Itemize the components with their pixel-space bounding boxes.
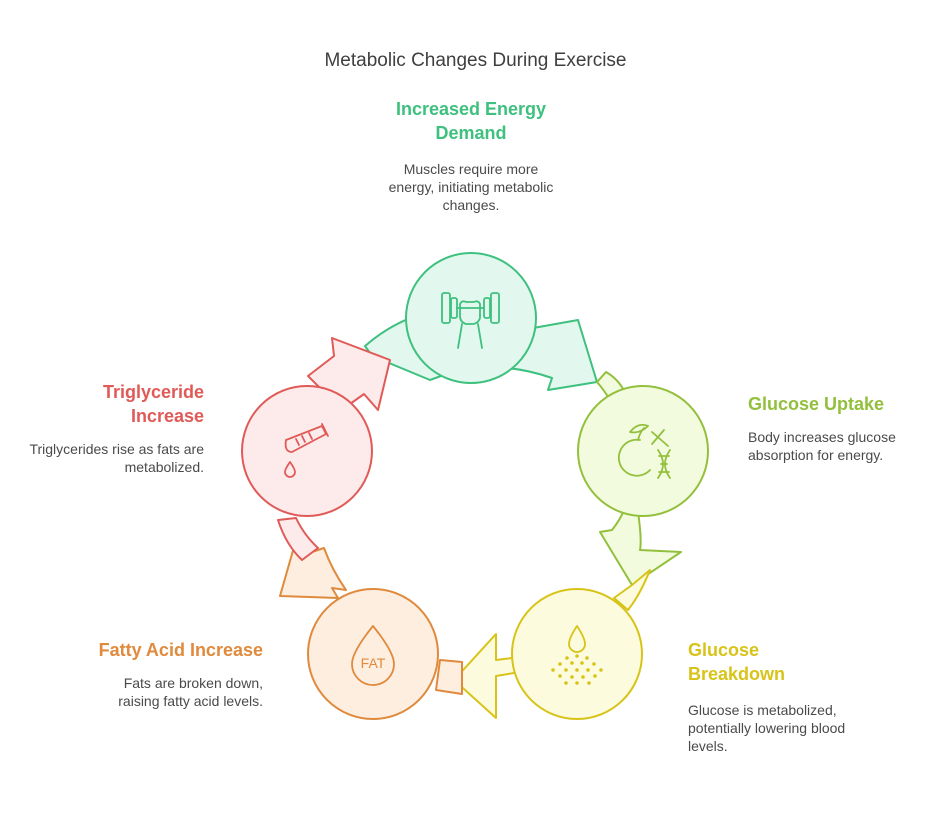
step-description-fatty: Fats are broken down, raising fatty acid…: [118, 675, 263, 709]
fat-label: FAT: [361, 655, 386, 671]
step-heading-uptake: Glucose Uptake: [748, 394, 885, 414]
step-node-uptake: [577, 385, 709, 517]
arrow-uptake-to-breakdown: [599, 509, 682, 586]
page-title: Metabolic Changes During Exercise: [324, 50, 627, 71]
arrow-fatty-tail: [435, 659, 463, 695]
step-description-triglyceride: Triglycerides rise as fats are metaboliz…: [29, 441, 204, 475]
fat-drop-icon: FAT: [351, 625, 395, 686]
arrow-breakdown-to-fatty: [453, 633, 521, 719]
step-node-fatty: FAT: [307, 588, 439, 720]
apple-dna-icon: [617, 423, 671, 479]
arrow-triglyceride-tail: [277, 517, 319, 561]
test-tube-icon: [284, 423, 329, 478]
glucose-drop-icon: [551, 625, 603, 685]
arrow-breakdown-tail: [613, 569, 651, 611]
dumbbell-icon: [441, 292, 500, 349]
step-heading-fatty: Fatty Acid Increase: [98, 640, 263, 660]
step-node-breakdown: [511, 588, 643, 720]
step-description-uptake: Body increases glucose absorption for en…: [748, 429, 896, 463]
step-heading-triglyceride: Triglyceride Increase: [102, 382, 204, 426]
step-node-energy: [405, 252, 537, 384]
step-node-triglyceride: [241, 385, 373, 517]
step-heading-energy: Increased Energy Demand: [395, 99, 547, 143]
step-description-breakdown: Glucose is metabolized, potentially lowe…: [688, 702, 846, 754]
step-description-energy: Muscles require more energy, initiating …: [388, 161, 554, 213]
step-heading-breakdown: Glucose Breakdown: [688, 640, 786, 684]
